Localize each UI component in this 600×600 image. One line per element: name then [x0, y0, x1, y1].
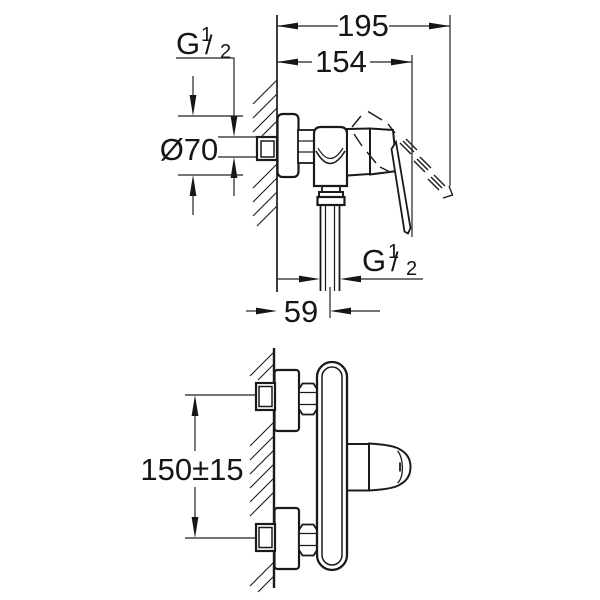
- inlet-thread-num: 1: [201, 24, 212, 46]
- dim-195-label: 195: [337, 8, 389, 43]
- outlet-thread-g: G: [362, 243, 386, 278]
- dim-150-label: 150±15: [140, 452, 243, 487]
- lever-grip-end: [368, 442, 412, 492]
- dim-flange-diameter: Ø70: [160, 76, 243, 215]
- dim-inlet-thread: G 1 / 2: [176, 24, 257, 196]
- wall-flange: [276, 112, 300, 179]
- outlet-thread-num: 1: [388, 241, 399, 263]
- outlet-pipe: [319, 205, 341, 291]
- lever-hub: [347, 443, 370, 492]
- inlet-union-top: [254, 381, 277, 412]
- cartridge-sleeve: [346, 127, 371, 177]
- dim-154-label: 154: [315, 44, 367, 79]
- dim-outlet-thread: G 1 / 2: [277, 241, 423, 283]
- inlet-union-bottom: [254, 522, 277, 553]
- dim-150: 150±15: [140, 394, 256, 539]
- lever-alt-position-dashed: [351, 110, 454, 199]
- front-view: 150±15: [140, 348, 412, 593]
- outlet-thread-slash: /: [391, 247, 399, 277]
- dim-flange-label: Ø70: [160, 132, 219, 167]
- wall-hatching-bottom: [249, 351, 275, 593]
- inlet-thread-g: G: [176, 26, 200, 61]
- dim-59-label: 59: [284, 294, 318, 329]
- outlet-thread-den: 2: [406, 258, 417, 280]
- inlet-thread-den: 2: [220, 41, 231, 63]
- inlet-thread-slash: /: [205, 30, 213, 60]
- mounting-boss-bottom: [273, 506, 301, 571]
- side-view: 195 154 G 1 / 2: [160, 8, 454, 329]
- union-nut: [297, 129, 315, 164]
- dim-59: 59: [246, 287, 380, 329]
- outlet-connector: [316, 186, 346, 207]
- hex-nut-top: [298, 382, 318, 416]
- wall-hatching: [252, 79, 278, 227]
- dim-154: 154: [277, 44, 413, 237]
- hex-nut-bottom: [298, 523, 318, 557]
- mounting-boss-top: [273, 368, 301, 433]
- dim-195: 195: [277, 8, 451, 186]
- lever-handle: [390, 139, 412, 235]
- valve-body: [312, 125, 349, 188]
- mixer-body-front: [315, 360, 349, 572]
- inlet-union: [255, 135, 279, 162]
